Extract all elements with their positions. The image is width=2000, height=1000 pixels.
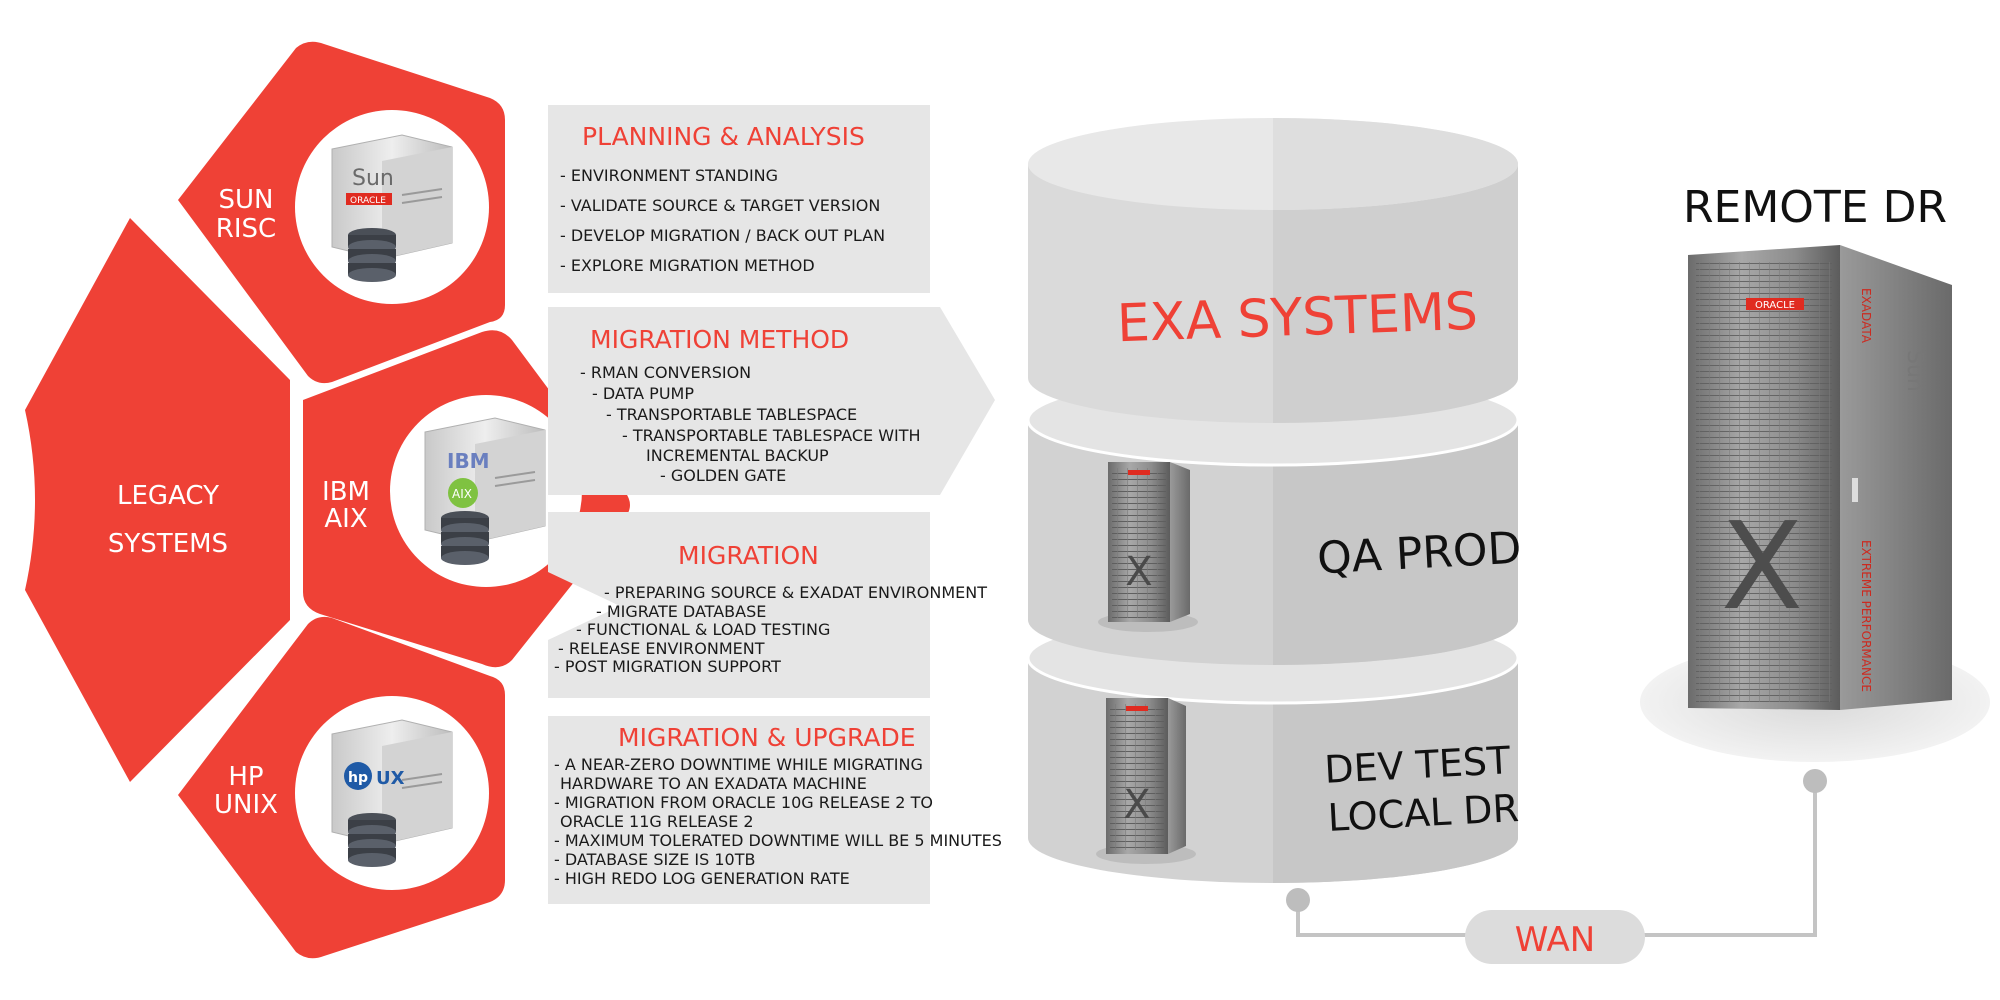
panel-planning-bg: [548, 105, 930, 293]
exadata-x-mark: X: [1125, 549, 1152, 595]
panel-method-title: MIGRATION METHOD: [590, 325, 849, 354]
panel-method-item: - RMAN CONVERSION: [580, 363, 751, 382]
sun-risc-label-line1: SUN: [219, 185, 274, 215]
sun-oracle-server-icon: Sun ORACLE: [331, 134, 453, 282]
panel-migration-bg: [548, 512, 930, 698]
panel-planning-title: PLANNING & ANALYSIS: [582, 122, 865, 151]
qa-prod-label: QA PROD: [1316, 523, 1523, 585]
wan-connection: WAN: [1286, 769, 1827, 964]
dev-test-label: DEV TEST: [1323, 738, 1512, 792]
oracle-logo-text: ORACLE: [350, 196, 386, 206]
panel-upgrade-item: - A NEAR-ZERO DOWNTIME WHILE MIGRATING: [554, 755, 923, 774]
rack-oracle-badge: ORACLE: [1755, 300, 1795, 311]
ibm-aix-label-line2: AIX: [324, 504, 367, 534]
sun-risc-label-line2: RISC: [216, 214, 276, 244]
exadata-large-rack-icon: ORACLE X Sun EXADATA EXTREME PERFORMANCE: [1688, 245, 1952, 710]
ibm-logo-text: IBM: [447, 449, 490, 473]
database-stack-icon: [348, 228, 396, 282]
connector-dot-right: [1803, 769, 1827, 793]
aix-logo-text: AIX: [452, 487, 472, 501]
panel-migration-item: - FUNCTIONAL & LOAD TESTING: [576, 620, 830, 639]
wan-label: WAN: [1515, 920, 1595, 960]
remote-dr-group: REMOTE DR ORACLE X Sun EXADATA EXTREME P…: [1640, 182, 1990, 762]
panel-planning-item: - DEVELOP MIGRATION / BACK OUT PLAN: [560, 226, 885, 245]
process-panels: PLANNING & ANALYSIS - ENVIRONMENT STANDI…: [548, 105, 1002, 904]
panel-upgrade-item: - MIGRATION FROM ORACLE 10G RELEASE 2 TO: [554, 793, 933, 812]
ibm-aix-server-icon: IBM AIX: [424, 417, 546, 565]
ux-logo-text: UX: [376, 768, 405, 789]
panel-migration-item: - PREPARING SOURCE & EXADAT ENVIRONMENT: [604, 583, 987, 602]
exadata-x-mark: X: [1123, 782, 1150, 828]
panel-upgrade-item: - DATABASE SIZE IS 10TB: [554, 850, 755, 869]
panel-method-item: - TRANSPORTABLE TABLESPACE: [606, 405, 857, 424]
hp-logo-text: hp: [348, 770, 368, 786]
rack-sun-logo: Sun: [1902, 350, 1927, 392]
exa-systems-cylinder: EXA SYSTEMS QA PROD DEV TEST LOCAL DR: [1026, 118, 1523, 883]
rack-exadata-label: EXADATA: [1859, 288, 1873, 344]
panel-method-item: INCREMENTAL BACKUP: [646, 446, 829, 465]
legacy-title-line2: SYSTEMS: [108, 529, 228, 559]
rack-extreme-label: EXTREME PERFORMANCE: [1859, 540, 1873, 692]
panel-migration-title: MIGRATION: [678, 541, 819, 570]
legacy-title-line1: LEGACY: [117, 481, 219, 511]
panel-upgrade-item: ORACLE 11G RELEASE 2: [560, 812, 754, 831]
panel-method-item: - GOLDEN GATE: [660, 466, 786, 485]
panel-upgrade-title: MIGRATION & UPGRADE: [618, 723, 916, 752]
local-dr-label: LOCAL DR: [1327, 786, 1520, 840]
panel-upgrade-item: - MAXIMUM TOLERATED DOWNTIME WILL BE 5 M…: [554, 831, 1002, 850]
exadata-rack-icon-qa: X: [1098, 462, 1198, 632]
panel-planning-item: - VALIDATE SOURCE & TARGET VERSION: [560, 196, 880, 215]
sun-logo-text: Sun: [352, 166, 394, 191]
remote-dr-title: REMOTE DR: [1683, 182, 1947, 233]
panel-planning-item: - EXPLORE MIGRATION METHOD: [560, 256, 815, 275]
hp-unix-label-line1: HP: [228, 762, 263, 792]
hp-ux-server-icon: hp UX: [331, 719, 453, 867]
panel-upgrade-item: - HIGH REDO LOG GENERATION RATE: [554, 869, 850, 888]
connector-dot-left: [1286, 888, 1310, 912]
database-stack-icon: [348, 813, 396, 867]
ibm-aix-label-line1: IBM: [322, 477, 370, 507]
panel-method-item: - DATA PUMP: [592, 384, 694, 403]
panel-method-arrow-bg: [548, 307, 995, 495]
panel-migration-item: - POST MIGRATION SUPPORT: [554, 657, 781, 676]
panel-migration-item: - MIGRATE DATABASE: [596, 602, 766, 621]
panel-planning-item: - ENVIRONMENT STANDING: [560, 166, 778, 185]
database-stack-icon: [441, 511, 489, 565]
hp-unix-label-line2: UNIX: [214, 790, 278, 820]
panel-migration-item: - RELEASE ENVIRONMENT: [558, 639, 765, 658]
panel-method-item: - TRANSPORTABLE TABLESPACE WITH: [622, 426, 921, 445]
panel-upgrade-bg: [548, 716, 930, 904]
exa-systems-title: EXA SYSTEMS: [1116, 282, 1479, 355]
wan-pill: [1465, 910, 1645, 964]
panel-upgrade-item: HARDWARE TO AN EXADATA MACHINE: [560, 774, 867, 793]
legacy-hexagon: [25, 218, 290, 782]
exadata-rack-icon-dev: X: [1096, 698, 1196, 864]
rack-x-mark: X: [1721, 498, 1803, 637]
